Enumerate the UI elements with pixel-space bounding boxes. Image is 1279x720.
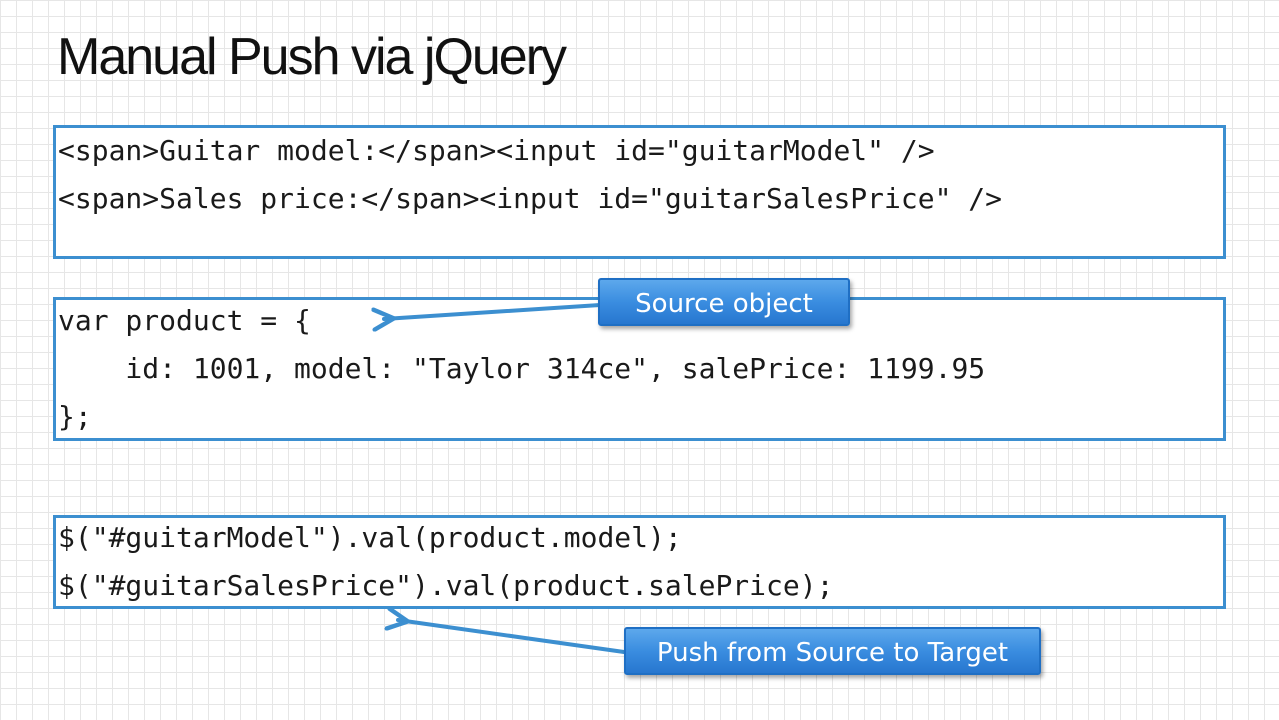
code-line-set-sales-price: $("#guitarSalesPrice").val(product.saleP…	[58, 569, 834, 602]
code-line-set-guitar-model: $("#guitarModel").val(product.model);	[58, 521, 682, 554]
push-source-to-target-callout: Push from Source to Target	[624, 627, 1041, 675]
jquery-push-code-block: $("#guitarModel").val(product.model); $(…	[53, 515, 1226, 609]
source-object-callout: Source object	[598, 278, 850, 326]
slide-title: Manual Push via jQuery	[57, 28, 567, 86]
code-line-var-product: var product = {	[58, 304, 311, 337]
code-line-guitar-model-input: <span>Guitar model:</span><input id="gui…	[58, 134, 935, 167]
code-line-product-fields: id: 1001, model: "Taylor 314ce", salePri…	[58, 352, 986, 385]
code-line-object-close: };	[58, 400, 92, 433]
push-arrow-icon	[398, 620, 626, 654]
html-markup-code-block: <span>Guitar model:</span><input id="gui…	[53, 125, 1226, 259]
code-line-sales-price-input: <span>Sales price:</span><input id="guit…	[58, 182, 1003, 215]
